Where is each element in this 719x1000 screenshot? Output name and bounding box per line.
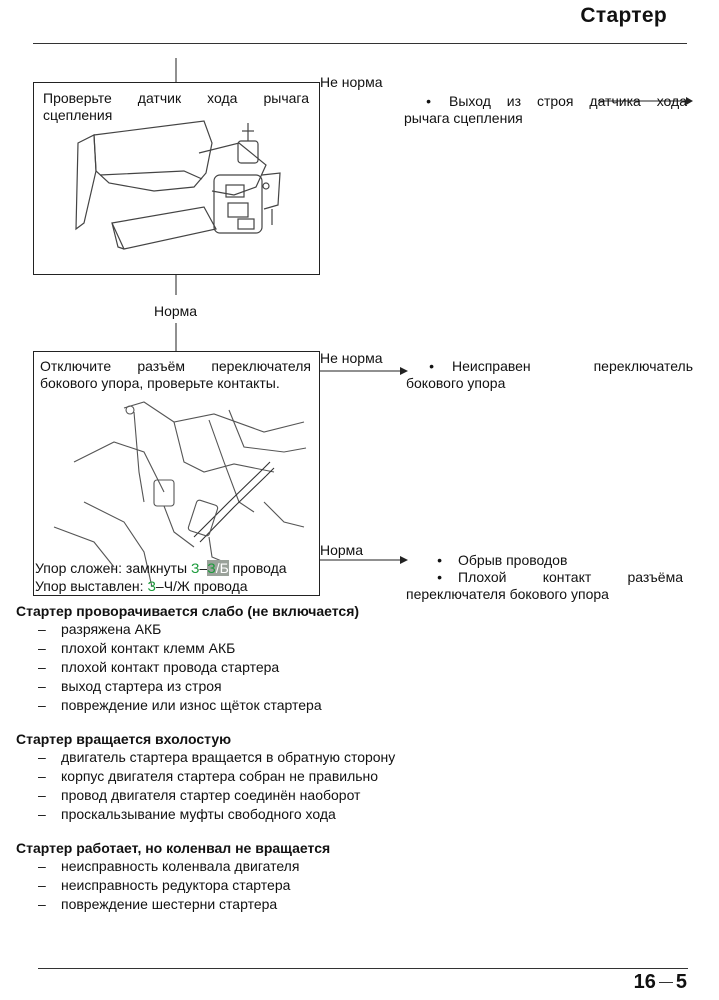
step2-no-norm-result-line1: Неисправен переключатель [452,358,693,374]
step1-no-norm-label: Не норма [320,74,383,90]
list-item: –провод двигателя стартер соединён наобо… [38,787,361,803]
extended-prefix: Упор выставлен: [35,578,148,594]
footer-divider [38,968,688,969]
cause-list: –двигатель стартера вращается в обратную… [16,748,696,824]
side-stand-switch-illustration [53,401,307,588]
folded-slash: / [215,560,220,576]
list-item: –выход стартера из строя [38,678,222,694]
step2-no-norm-result-line2: бокового упора [406,375,506,391]
extended-rest: –Ч/Ж провода [155,578,248,594]
section-heading: Стартер проворачивается слабо (не включа… [16,603,360,619]
page-number: 16 5 [634,971,687,994]
cause-list: –неисправность коленвала двигателя –неис… [16,857,696,914]
step2-text-line1: Отключите разъём переключателя [40,358,311,374]
dash-icon: – [38,621,46,637]
list-item: –плохой контакт провода стартера [38,659,280,675]
step1-no-norm-result-line2: рычага сцепления [404,110,523,126]
wire-green-2: З [207,560,216,576]
dash-icon: – [38,806,46,822]
step2-box: Отключите разъём переключателя бокового … [33,351,320,596]
step2-no-norm-label: Не норма [320,350,383,366]
list-item: –неисправность коленвала двигателя [38,858,300,874]
dash-icon: – [38,659,46,675]
step2-text-line2: бокового упора, проверьте контакты. [40,375,280,391]
wire-green-3: З [147,578,156,594]
section-heading: Стартер работает, но коленвал не вращает… [16,840,331,856]
chapter-number: 16 [633,971,656,993]
list-item: –неисправность редуктора стартера [38,877,291,893]
step2-norm-results: • Обрыв проводов • Плохой контакт разъём… [406,552,683,603]
dash-icon: – [38,896,46,912]
page-in-chapter: 5 [675,971,687,993]
bullet-icon: • [437,569,442,585]
step2-norm-result-1: Обрыв проводов [458,552,568,568]
step1-text-line1: Проверьте датчик хода рычага [43,90,309,106]
step2-norm-result-2-line1: Плохой контакт разъёма [458,569,683,585]
clutch-lever-illustration [75,120,281,250]
list-item: –разряжена АКБ [38,621,162,637]
dash-icon: – [38,640,46,656]
list-item: –плохой контакт клемм АКБ [38,640,236,656]
list-item: –проскальзывание муфты свободного хода [38,806,336,822]
section-idle-spinning: Стартер вращается вхолостую –двигатель с… [16,731,696,824]
step1-no-norm-result-line1: Выход из строя датчика хода [449,93,687,109]
step2-norm-result-2-line2: переключателя бокового упора [406,586,609,602]
wire-white: Б [219,560,229,576]
list-item: –двигатель стартера вращается в обратную… [38,749,396,765]
dash-icon: – [38,749,46,765]
dash-icon: – [38,678,46,694]
folded-dash: – [199,560,208,576]
folded-prefix: Упор сложен: замкнуты [35,560,191,576]
step1-no-norm-result: • Выход из строя датчика хода рычага сце… [404,93,687,127]
dash-icon: – [38,768,46,784]
list-item: –повреждение шестерни стартера [38,896,278,912]
list-item: –повреждение или износ щёток стартера [38,697,322,713]
step2-folded-condition: Упор сложен: замкнуты З–З/Б провода [35,560,287,576]
dash-icon: – [38,697,46,713]
step2-no-norm-result: • Неисправен переключатель бокового упор… [406,358,693,392]
dash-icon: – [38,858,46,874]
dash-icon: – [38,787,46,803]
bullet-icon: • [429,358,434,374]
list-item: –корпус двигателя стартера собран не пра… [38,768,379,784]
section-no-crankshaft-rotation: Стартер работает, но коленвал не вращает… [16,840,696,914]
step2-extended-condition: Упор выставлен: З–Ч/Ж провода [35,578,248,594]
cause-list: –разряжена АКБ –плохой контакт клемм АКБ… [16,620,696,715]
folded-suffix: провода [228,560,287,576]
step1-text-line2: сцепления [43,107,113,123]
dash-icon: – [38,877,46,893]
page-title: Стартер [580,4,667,27]
section-slow-cranking: Стартер проворачивается слабо (не включа… [16,603,696,715]
step1-box: Проверьте датчик хода рычага сцепления [33,82,320,275]
wire-green-1: З [190,560,200,576]
bullet-icon: • [426,93,431,109]
bullet-icon: • [437,552,442,568]
step2-norm-label: Норма [320,542,364,558]
header-divider [33,43,687,44]
section-heading: Стартер вращается вхолостую [16,731,232,747]
page-separator [658,982,673,984]
norm-label-1: Норма [154,303,198,319]
